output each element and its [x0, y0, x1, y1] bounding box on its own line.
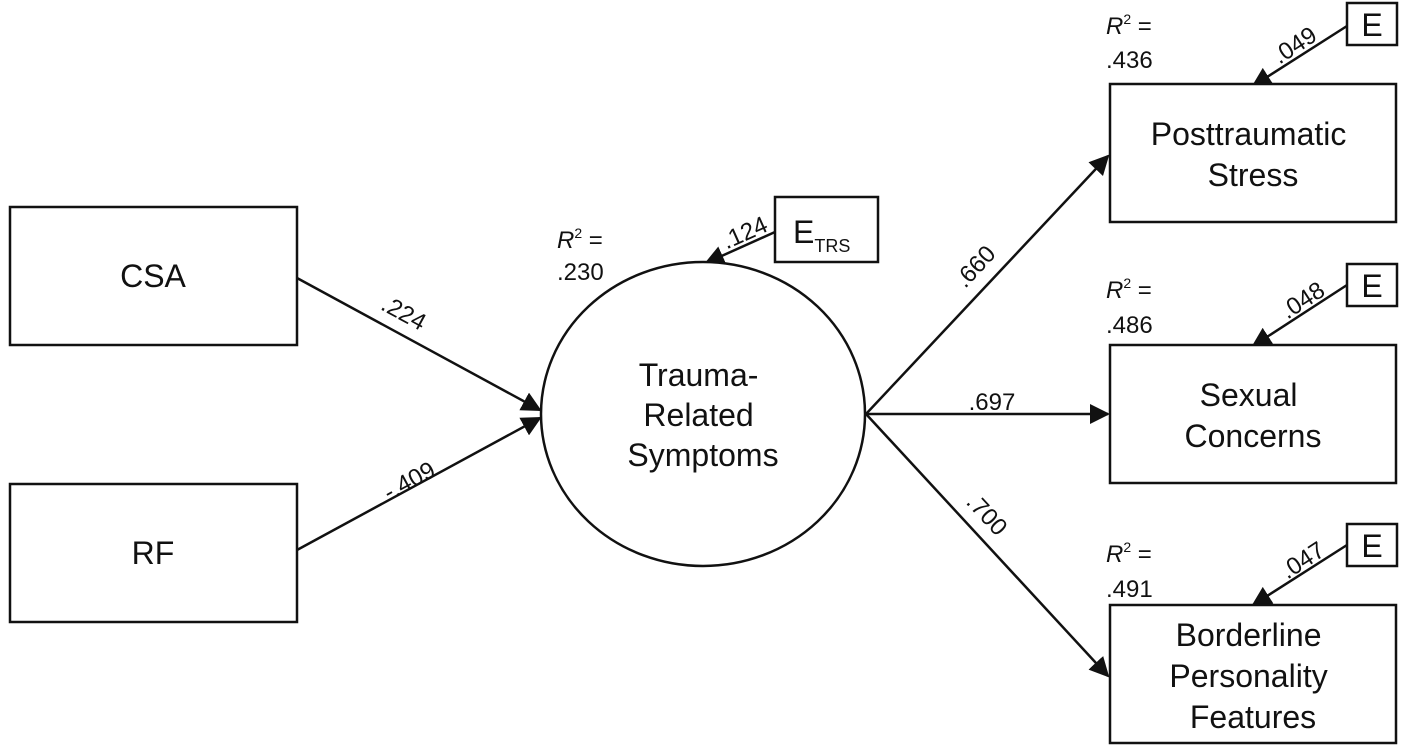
node-trs-line-1: Trauma-: [639, 357, 759, 393]
path-coef-trs-bpf: .700: [961, 489, 1013, 542]
r2-sc: R2 = .486: [1106, 275, 1153, 339]
node-rf: RF: [8, 482, 299, 624]
r2-bpf-value: .491: [1106, 576, 1153, 603]
node-sc-line-1: Sexual: [1200, 377, 1298, 413]
error-sc-label: E: [1361, 268, 1382, 304]
node-posttraumatic-stress: Posttraumatic Stress: [1108, 82, 1398, 224]
node-csa-label: CSA: [120, 258, 186, 294]
arrow-rf-to-trs: [296, 416, 542, 552]
error-box-ps: E: [1345, 1, 1399, 47]
error-box-bpf: E: [1345, 522, 1399, 568]
error-box-sc: E: [1345, 262, 1399, 308]
arrow-error-ps: [1251, 24, 1348, 88]
error-box-trs: ETRS: [773, 195, 880, 264]
node-trs-label: Trauma- Related Symptoms: [627, 357, 778, 473]
r2-trs: R2 = .230: [557, 225, 604, 286]
r2-trs-value: .230: [557, 259, 604, 286]
node-borderline-personality-features: Borderline Personality Features: [1108, 603, 1398, 745]
node-bpf-line-2: Personality: [1169, 658, 1327, 694]
node-csa: CSA: [8, 205, 299, 347]
node-trs-line-2: Related: [643, 397, 753, 433]
error-trs-subscript: TRS: [814, 236, 850, 256]
node-ps-label: Posttraumatic Stress: [1151, 116, 1356, 193]
node-ps-line-2: Stress: [1208, 157, 1299, 193]
arrow-error-bpf: [1251, 543, 1348, 607]
node-trauma-related-symptoms: Trauma- Related Symptoms: [539, 260, 867, 568]
node-bpf-label: Borderline Personality Features: [1169, 617, 1336, 735]
path-coef-trs-sc: .697: [969, 389, 1016, 416]
r2-ps: R2 = .436: [1106, 11, 1153, 74]
error-coef-ps: .049: [1268, 22, 1322, 70]
node-sexual-concerns: Sexual Concerns: [1108, 343, 1398, 485]
error-trs-e: E: [793, 214, 814, 250]
error-coef-trs: .124: [718, 211, 772, 255]
arrow-trs-to-ps: [865, 154, 1110, 415]
error-ps-label: E: [1361, 7, 1382, 43]
node-bpf-line-3: Features: [1190, 699, 1316, 735]
error-coef-sc: .048: [1276, 277, 1330, 325]
node-ps-line-1: Posttraumatic: [1151, 116, 1347, 152]
r2-ps-heading: R2 =: [1106, 11, 1152, 40]
r2-ps-value: .436: [1106, 47, 1153, 74]
path-coef-csa-trs: .224: [377, 290, 431, 336]
error-trs-label: ETRS: [793, 214, 850, 256]
r2-bpf-heading: R2 =: [1106, 539, 1152, 568]
node-rf-label: RF: [132, 535, 175, 571]
path-coef-rf-trs: -.409: [379, 456, 440, 506]
node-trs-line-3: Symptoms: [627, 437, 778, 473]
r2-sc-heading: R2 =: [1106, 275, 1152, 304]
r2-bpf: R2 = .491: [1106, 539, 1153, 603]
node-bpf-line-1: Borderline: [1176, 617, 1322, 653]
r2-trs-heading: R2 =: [557, 225, 603, 254]
arrow-trs-to-bpf: [865, 413, 1110, 678]
arrow-csa-to-trs: [296, 276, 542, 412]
node-sc-label: Sexual Concerns: [1185, 377, 1322, 454]
error-coef-bpf: .047: [1276, 537, 1330, 585]
node-sc-line-2: Concerns: [1185, 418, 1322, 454]
arrow-error-sc: [1251, 283, 1348, 348]
r2-sc-value: .486: [1106, 312, 1153, 339]
error-bpf-label: E: [1361, 528, 1382, 564]
path-coef-trs-ps: .660: [950, 241, 1002, 294]
arrow-error-trs: [704, 230, 776, 265]
